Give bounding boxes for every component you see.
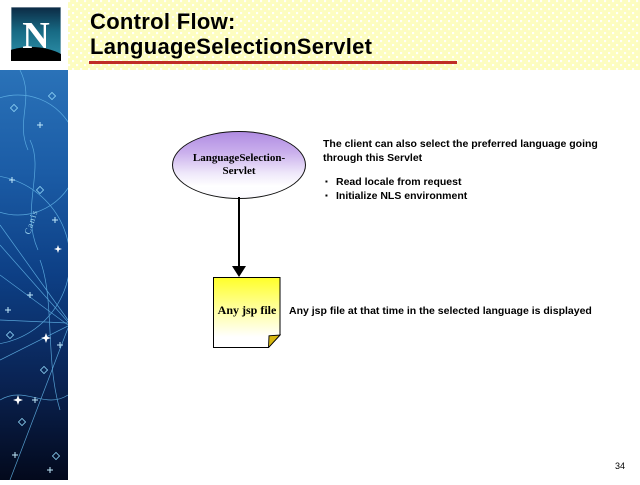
jsp-annotation-text: Any jsp file at that time in the selecte… — [289, 305, 592, 317]
page-title: Control Flow: LanguageSelectionServlet — [90, 9, 372, 59]
jsp-note-label: Any jsp file — [217, 303, 277, 317]
star-map-image: Canis — [0, 69, 79, 481]
jsp-note: Any jsp file — [213, 277, 282, 349]
intro-text: The client can also select the preferred… — [323, 138, 598, 164]
flow-arrow-line — [238, 197, 240, 268]
netscape-logo-icon: N — [11, 7, 61, 61]
bullet-square-icon: ▪ — [325, 177, 328, 186]
jsp-note-shape — [213, 277, 282, 349]
servlet-ellipse-label-line2: Servlet — [222, 165, 256, 177]
bullet-list: ▪ Read locale from request ▪ Initialize … — [325, 175, 625, 203]
bullet-item: ▪ Read locale from request — [325, 175, 625, 189]
servlet-ellipse: LanguageSelection- Servlet — [172, 131, 306, 199]
slide-header: Control Flow: LanguageSelectionServlet — [68, 0, 640, 70]
title-underline — [89, 61, 457, 64]
logo-box: N — [0, 0, 68, 70]
bullet-square-icon: ▪ — [325, 191, 328, 200]
bullet-item: ▪ Initialize NLS environment — [325, 189, 625, 203]
page-title-line1: Control Flow: — [90, 9, 236, 34]
logo-letter: N — [22, 15, 49, 57]
sidebar-constellation: Canis — [0, 69, 79, 481]
page-number: 34 — [614, 461, 625, 471]
servlet-ellipse-label-line1: LanguageSelection- — [192, 152, 286, 164]
flow-arrow-head-icon — [232, 266, 246, 277]
bullet-text: Read locale from request — [336, 176, 462, 188]
bullet-text: Initialize NLS environment — [336, 190, 468, 202]
page-title-line2: LanguageSelectionServlet — [90, 34, 373, 59]
